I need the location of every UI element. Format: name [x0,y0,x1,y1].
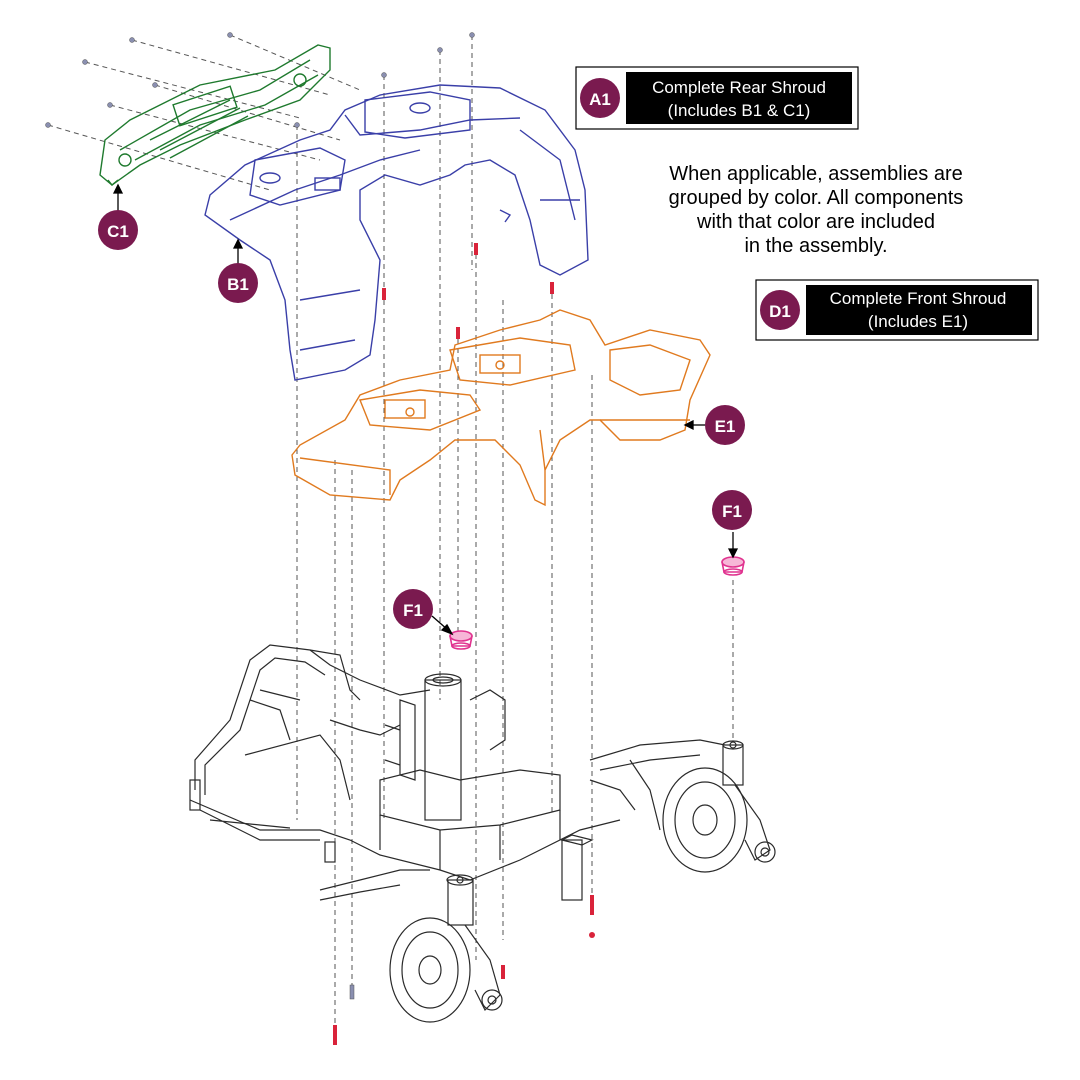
alignment-lines [47,34,734,1030]
label-e1: E1 [705,405,745,445]
screw [333,1025,337,1045]
screw [82,59,88,65]
d1-line2: (Includes E1) [868,312,968,331]
a1-badge-text: A1 [589,90,611,109]
note-line-1: When applicable, assemblies are [669,163,963,185]
d1-badge-circle [760,290,800,330]
c1-badge-circle [98,210,138,250]
screw [45,122,51,128]
e1-badge-text: E1 [715,417,736,436]
f1-left-badge-circle [393,589,433,629]
a1-line2: (Includes B1 & C1) [668,101,811,120]
screw [107,102,113,108]
cup-left-part [449,630,473,650]
screw [589,932,595,938]
f1-right-badge-circle [712,490,752,530]
label-b1: B1 [218,263,258,303]
callout-a1: A1 Complete Rear Shroud (Includes B1 & C… [575,66,859,130]
label-f1-right: F1 [712,490,752,530]
front-shroud-part [291,309,711,507]
c1-badge-text: C1 [107,222,129,241]
screw [437,47,443,53]
screw [349,984,355,1000]
screw [227,32,233,38]
screw [469,32,475,38]
d1-line1: Complete Front Shroud [830,289,1007,308]
screw [456,327,460,339]
screw [382,288,386,300]
b1-badge-circle [218,263,258,303]
callout-d1-dark-box [806,285,1032,335]
note-line-2: grouped by color. All components [669,187,964,209]
screw [474,243,478,255]
screw [152,82,158,88]
screw [501,965,505,979]
screw [550,282,554,294]
d1-badge-text: D1 [769,302,791,321]
a1-badge-circle [580,78,620,118]
f1-right-badge-text: F1 [722,502,742,521]
screw [381,72,387,78]
e1-badge-circle [705,405,745,445]
f1-left-badge-text: F1 [403,601,423,620]
leader-arrows [112,183,739,636]
b1-badge-text: B1 [227,275,249,294]
label-c1: C1 [98,210,138,250]
callout-a1-dark-box [626,72,852,124]
rear-shroud-part [204,84,589,381]
screws-red [333,243,595,1045]
assembly-note: When applicable, assemblies are grouped … [669,163,964,257]
note-line-4: in the assembly. [744,235,887,257]
cup-right-part [721,556,745,576]
rear-bumper-part [99,44,331,186]
a1-line1: Complete Rear Shroud [652,78,826,97]
base-frame [189,644,776,1023]
label-f1-left: F1 [393,589,433,629]
screws-gray [45,32,475,1000]
screw [294,122,300,128]
screw [590,895,594,915]
note-line-3: with that color are included [696,211,935,233]
screw [129,37,135,43]
callout-d1: D1 Complete Front Shroud (Includes E1) [755,279,1039,341]
